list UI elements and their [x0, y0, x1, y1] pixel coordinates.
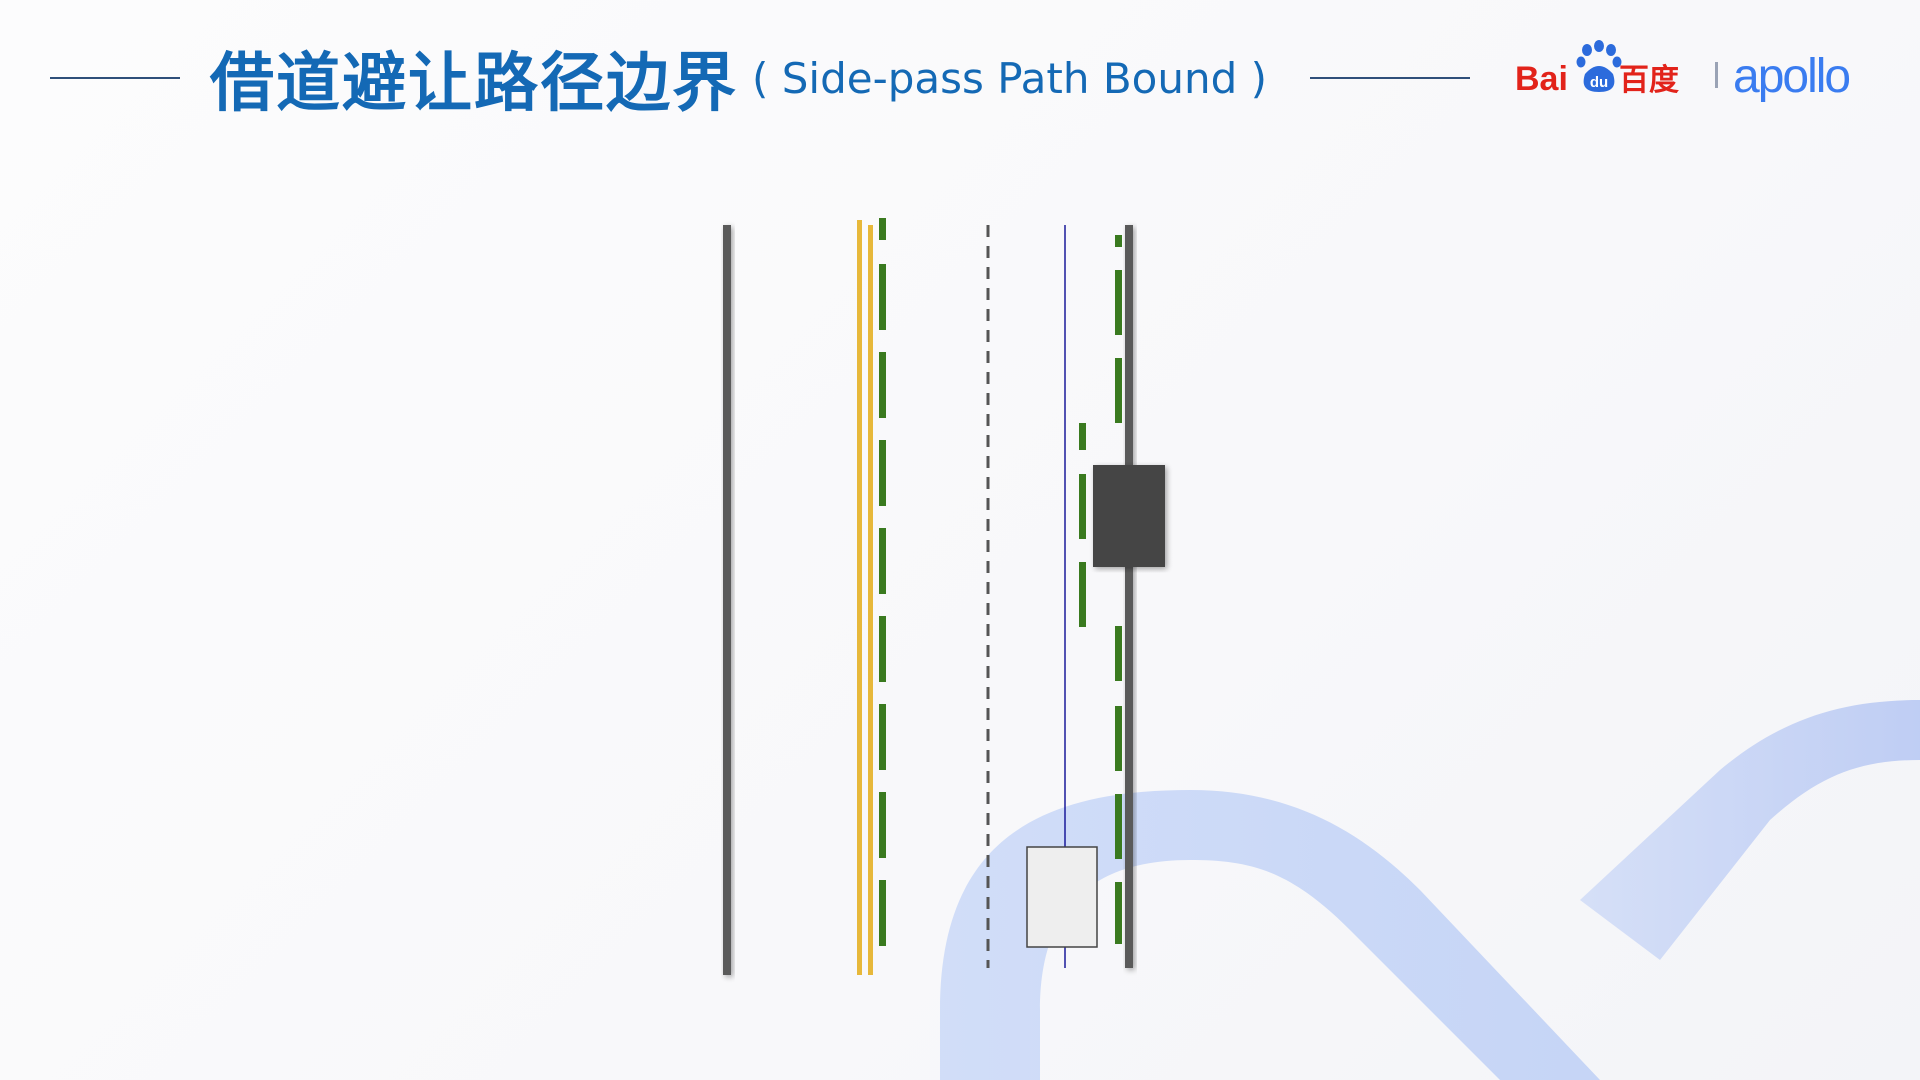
- double-yellow-center-line: [857, 220, 873, 975]
- baidu-text-cn: 百度: [1619, 63, 1679, 98]
- left-path-bound: [879, 218, 886, 946]
- header-line-left: [50, 77, 180, 79]
- left-road-edge: [723, 225, 731, 975]
- right-road-edge: [1125, 225, 1133, 968]
- logo-separator: [1715, 62, 1718, 88]
- right-path-bound: [1079, 235, 1122, 944]
- header-line-right: [1310, 77, 1470, 79]
- decoration-stroke: [1580, 700, 1920, 960]
- title-english: ( Side-pass Path Bound ): [752, 53, 1267, 103]
- baidu-text-du: du: [1590, 74, 1608, 91]
- baidu-text-left: Bai: [1515, 60, 1568, 98]
- obstacle-vehicle: [1093, 465, 1165, 567]
- baidu-paw-icon: [1576, 40, 1622, 92]
- apollo-logo: apollo: [1733, 50, 1849, 103]
- baidu-logo: Bai du 百度: [1515, 40, 1679, 98]
- ego-vehicle: [1026, 846, 1098, 948]
- decoration-arc: [940, 790, 1600, 1080]
- title-chinese: 借道避让路径边界: [210, 47, 738, 121]
- page-title: 借道避让路径边界 ( Side-pass Path Bound ): [210, 38, 1267, 121]
- logo-group: Bai du 百度 apollo: [1515, 40, 1851, 103]
